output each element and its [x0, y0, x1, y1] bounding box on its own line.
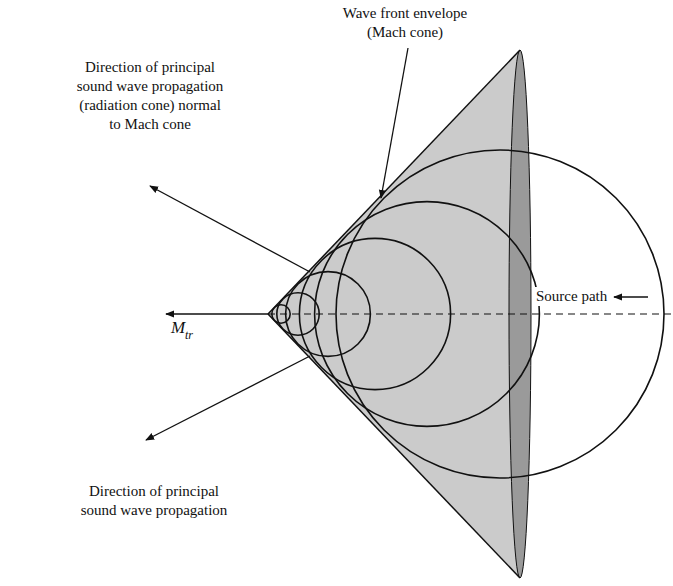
- source-path-label: Source path: [534, 287, 609, 306]
- cone-edge: [268, 50, 520, 314]
- wave-front: [299, 238, 450, 389]
- wave-front: [286, 272, 371, 357]
- wave-fronts: [272, 150, 664, 478]
- velocity-arrow: [166, 313, 268, 314]
- source-path-line: [268, 313, 673, 314]
- mach-symbol: M: [171, 318, 185, 338]
- wave-front: [315, 202, 540, 427]
- cone-edge: [268, 314, 520, 578]
- wave-front: [277, 293, 319, 335]
- wave-front: [336, 150, 664, 478]
- propagation-arrow: [150, 186, 310, 272]
- leader-line: [381, 48, 408, 198]
- propagation-arrow: [146, 356, 310, 440]
- propagation-label: Direction of principal sound wave propag…: [78, 482, 230, 520]
- wave-front: [272, 305, 290, 323]
- radiation-label: Direction of principal sound wave propag…: [74, 58, 226, 134]
- cone-label: Wave front envelope (Mach cone): [330, 4, 480, 42]
- mach-subscript: tr: [185, 328, 193, 343]
- leader-line: [614, 296, 648, 297]
